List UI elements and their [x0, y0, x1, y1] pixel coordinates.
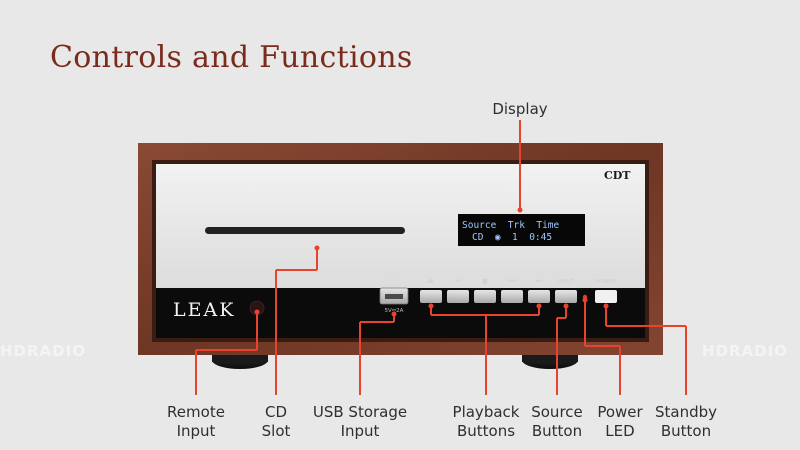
display-screen — [458, 214, 585, 246]
next-button[interactable] — [528, 290, 550, 303]
watermark-left: HDRADIO — [0, 342, 86, 360]
callout-display: Display — [492, 100, 548, 118]
play-pause-button[interactable] — [447, 290, 469, 303]
cd-slot — [205, 227, 405, 234]
previous-icon: ⏮ — [509, 277, 515, 285]
input-label: INPUT — [558, 279, 575, 285]
usb-rating-label: 5V⎓2A — [385, 308, 404, 314]
callout-anchors — [254, 207, 609, 317]
stop-button[interactable] — [474, 290, 496, 303]
eject-icon: ⏏ — [428, 277, 435, 285]
brand-logo: LEAK — [173, 299, 235, 321]
usb-icon — [382, 276, 402, 284]
power-label: POWER — [596, 279, 617, 285]
display-line-2: CD ◉ 1 0:45 — [472, 232, 552, 243]
watermark-right: HDRADIO — [702, 342, 788, 360]
model-label: CDT — [604, 169, 631, 182]
callout-lines — [195, 120, 687, 395]
previous-button[interactable] — [501, 290, 523, 303]
next-icon: ⏭ — [536, 277, 543, 285]
input-button[interactable] — [555, 290, 577, 303]
usb-port-slot — [385, 294, 403, 299]
page-title: Controls and Functions — [50, 40, 413, 75]
stop-icon: ■ — [482, 278, 488, 285]
power-standby-button[interactable] — [595, 290, 617, 303]
play-pause-icon: ⏯ — [455, 277, 461, 285]
display-line-1: Source Trk Time — [462, 220, 560, 231]
eject-button[interactable] — [420, 290, 442, 303]
